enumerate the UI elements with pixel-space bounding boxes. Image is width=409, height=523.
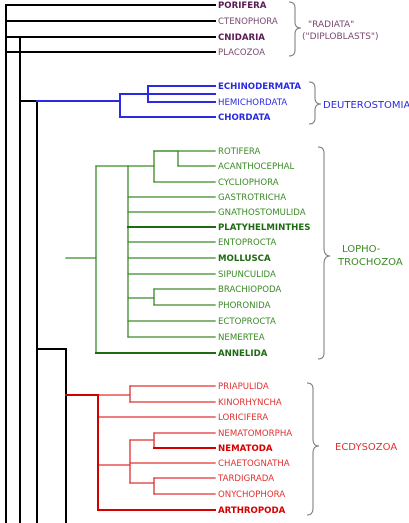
lophotrochozoa-label-line2: TROCHOZOA [337, 257, 403, 268]
lophotrochozoa-label-line1: LOPHO- [342, 244, 381, 255]
taxon-porifera: PORIFERA [218, 1, 267, 11]
root-branches [5, 4, 216, 523]
taxon-acanthocephal: ACANTHOCEPHAL [218, 162, 294, 172]
lophotrochozoa-thick-branches [95, 226, 216, 354]
diploblasts-label: ("DIPLOBLASTS") [302, 32, 379, 42]
ecdysozoa-bracket [306, 382, 320, 516]
ecdysozoa-thick-branches [65, 394, 216, 511]
taxon-onychophora: ONYCHOPHORA [218, 490, 285, 500]
taxon-chordata: CHORDATA [218, 113, 271, 123]
taxon-echinodermata: ECHINODERMATA [218, 82, 301, 92]
lophotrochozoa-bracket [317, 146, 331, 360]
taxon-nematoda: NEMATODA [218, 444, 273, 454]
taxon-hemichordata: HEMICHORDATA [218, 98, 287, 108]
radiata-label: "RADIATA" [308, 20, 354, 30]
ecdysozoa-branches [65, 385, 216, 511]
deuterostomia-branches [36, 85, 216, 118]
taxon-cycliophora: CYCLIOPHORA [218, 178, 279, 188]
taxon-phoronida: PHORONIDA [218, 301, 271, 311]
taxon-platyhelminthes: PLATYHELMINTHES [218, 223, 310, 233]
taxon-placozoa: PLACOZOA [218, 48, 265, 58]
taxon-priapulida: PRIAPULIDA [218, 382, 269, 392]
taxon-loricifera: LORICIFERA [218, 413, 268, 423]
taxon-annelida: ANNELIDA [218, 349, 268, 359]
taxon-tardigrada: TARDIGRADA [217, 474, 274, 484]
taxon-nematomorpha: NEMATOMORPHA [218, 429, 292, 439]
taxon-cnidaria: CNIDARIA [218, 33, 265, 43]
taxon-kinorhyncha: KINORHYNCHA [218, 398, 282, 408]
taxon-brachiopoda: BRACHIOPODA [218, 285, 281, 295]
taxon-chaetognatha: CHAETOGNATHA [218, 459, 290, 469]
ecdysozoa-label: ECDYSOZOA [335, 442, 397, 453]
radiata-bracket [288, 1, 302, 57]
taxon-nemertea: NEMERTEA [218, 333, 265, 343]
taxon-mollusca: MOLLUSCA [218, 254, 271, 264]
taxon-ectoprocta: ECTOPROCTA [218, 317, 276, 327]
taxon-gastrotricha: GASTROTRICHA [218, 193, 286, 203]
deuterostomia-bracket [308, 81, 322, 125]
taxon-rotifera: ROTIFERA [218, 147, 261, 157]
taxon-gnathostomulida: GNATHOSTOMULIDA [218, 208, 306, 218]
taxon-arthropoda: ARTHROPODA [218, 506, 286, 516]
deuterostomia-label: DEUTEROSTOMIA [323, 100, 409, 111]
taxon-entoprocta: ENTOPROCTA [218, 238, 276, 248]
lophotrochozoa-branches [65, 150, 216, 354]
taxon-ctenophora: CTENOPHORA [218, 17, 278, 27]
taxon-sipunculida: SIPUNCULIDA [218, 270, 276, 280]
